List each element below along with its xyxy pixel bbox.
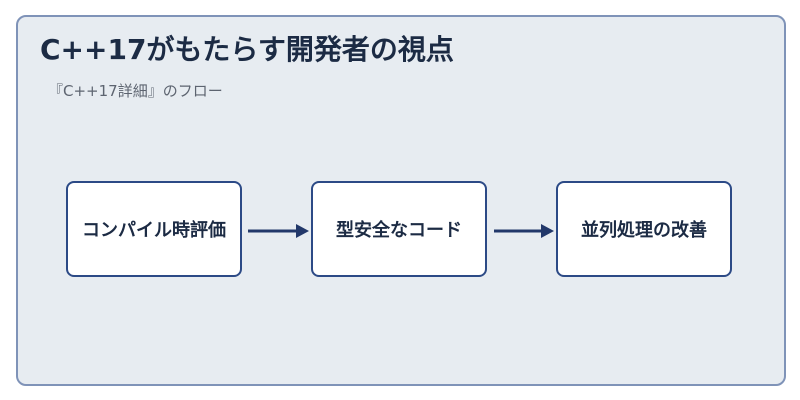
flow-node-label: 型安全なコード	[336, 220, 462, 241]
flow-node-type-safe-code: 型安全なコード	[311, 181, 487, 277]
flow-node-compile-time-evaluation: コンパイル時評価	[66, 181, 242, 277]
page-subtitle: 『C++17詳細』のフロー	[48, 82, 223, 100]
page-title: C++17がもたらす開発者の視点	[40, 33, 454, 66]
flow-node-label: 並列処理の改善	[581, 220, 707, 241]
flow-node-label: コンパイル時評価	[82, 220, 226, 241]
flow-node-parallel-improvement: 並列処理の改善	[556, 181, 732, 277]
